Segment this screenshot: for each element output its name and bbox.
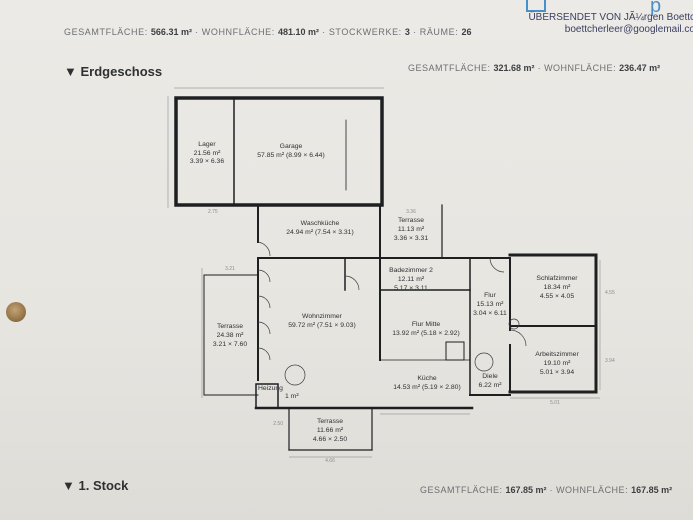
dimension-label: 4.66	[325, 458, 335, 464]
room-name: Terrasse	[398, 217, 424, 224]
room-area: 18.34 m²	[544, 284, 572, 291]
floor-wohn-value: 236.47 m²	[619, 63, 661, 73]
dimension-label: 2.75	[208, 209, 218, 215]
triangle-down-icon: ▼	[62, 478, 75, 493]
room-name: Terrasse	[217, 323, 243, 330]
floor-title: 1. Stock	[78, 478, 129, 493]
property-summary: GESAMTFLÄCHE: 566.31 m² · WOHNFLÄCHE: 48…	[64, 27, 472, 37]
stock-value: 3	[404, 27, 410, 37]
floor-title: Erdgeschoss	[80, 64, 163, 79]
dimension-label: 4.55	[605, 290, 615, 296]
room-name: Flur Mitte	[412, 321, 441, 328]
sender-line: ÜBERSENDET VON JÃ¼rgen Boettc	[528, 12, 693, 23]
room-name: Terrasse	[317, 418, 343, 425]
floor-gesamt-label: GESAMTFLÄCHE:	[408, 63, 491, 73]
room-area: 57.85 m² (8.99 × 6.44)	[257, 152, 324, 159]
gesamt-value: 566.31 m²	[150, 27, 192, 37]
sender-block: ÜBERSENDET VON JÃ¼rgen Boettc boettcherl…	[528, 12, 693, 36]
room-area: 14.53 m² (5.19 × 2.80)	[393, 384, 460, 391]
room-name: Garage	[280, 143, 303, 150]
room-area: 24.38 m²	[217, 332, 245, 339]
brand-text-fragment: p	[650, 0, 662, 17]
stock-label: STOCKWERKE:	[328, 27, 402, 37]
dimension-label: 3.21	[225, 266, 235, 272]
room-dims: 5.01 × 3.94	[540, 369, 574, 376]
floor-wohn-value: 167.85 m²	[631, 485, 673, 495]
room-name: Heizung	[258, 385, 283, 392]
room-area: 24.94 m² (7.54 × 3.31)	[286, 229, 353, 236]
brand-logo-icon	[526, 0, 546, 12]
floor-gesamt-label: GESAMTFLÄCHE:	[420, 485, 503, 495]
room-name: Schlafzimmer	[536, 275, 578, 282]
room-dims: 4.55 × 4.05	[540, 293, 574, 300]
room-area: 12.11 m²	[398, 276, 425, 283]
triangle-down-icon: ▼	[64, 64, 77, 79]
punch-hole	[6, 302, 26, 322]
floor-gesamt-value: 321.68 m²	[493, 63, 535, 73]
raeume-value: 26	[461, 27, 472, 37]
dimension-label: 5.01	[550, 400, 560, 406]
dimension-label: 2.50	[273, 421, 283, 427]
room-dims: 4.66 × 2.50	[313, 436, 347, 443]
floor-wohn-label: WOHNFLÄCHE:	[556, 485, 629, 495]
sender-email: boettcherleer@googlemail.co	[564, 24, 693, 35]
room-name: Wohnzimmer	[302, 313, 343, 320]
room-dims: 5.17 × 3.11	[394, 285, 428, 292]
room-area: 21.56 m²	[194, 150, 222, 157]
floor-wohn-label: WOHNFLÄCHE:	[544, 63, 617, 73]
room-dims: 3.36 × 3.31	[394, 235, 428, 242]
room-area: 59.72 m² (7.51 × 9.03)	[288, 322, 355, 329]
room-name: Badezimmer 2	[389, 267, 433, 274]
room-area: 1 m²	[285, 393, 299, 400]
dimension-label: 3.94	[605, 358, 615, 364]
room-dims: 3.21 × 7.60	[213, 341, 247, 348]
floor-heading-1stock[interactable]: ▼ 1. Stock	[62, 478, 128, 493]
room-area: 11.13 m²	[398, 226, 425, 233]
room-area: 19.10 m²	[544, 360, 572, 367]
room-area: 6.22 m²	[478, 382, 502, 389]
room-area: 15.13 m²	[477, 301, 505, 308]
room-name: Küche	[417, 375, 436, 382]
room-area: 11.66 m²	[317, 427, 344, 434]
dimension-label: 3.36	[406, 209, 416, 215]
floor-heading-eg[interactable]: ▼ Erdgeschoss	[64, 64, 162, 79]
floor-stats-1stock: GESAMTFLÄCHE: 167.85 m² · WOHNFLÄCHE: 16…	[420, 485, 673, 495]
floor-gesamt-value: 167.85 m²	[505, 485, 547, 495]
room-name: Diele	[482, 373, 498, 380]
room-name: Waschküche	[301, 220, 340, 227]
room-area: 13.92 m² (5.18 × 2.92)	[392, 330, 459, 337]
room-name: Flur	[484, 292, 496, 299]
room-name: Arbeitszimmer	[535, 351, 579, 358]
wohn-label: WOHNFLÄCHE:	[201, 27, 275, 37]
raeume-label: RÄUME:	[419, 27, 459, 37]
room-dims: 3.04 × 6.11	[473, 310, 507, 317]
room-name: Lager	[198, 141, 216, 148]
wohn-value: 481.10 m²	[277, 27, 320, 37]
gesamt-label: GESAMTFLÄCHE:	[64, 27, 148, 37]
room-dims: 3.39 × 6.36	[190, 158, 224, 165]
floor-stats-eg: GESAMTFLÄCHE: 321.68 m² · WOHNFLÄCHE: 23…	[408, 63, 661, 73]
